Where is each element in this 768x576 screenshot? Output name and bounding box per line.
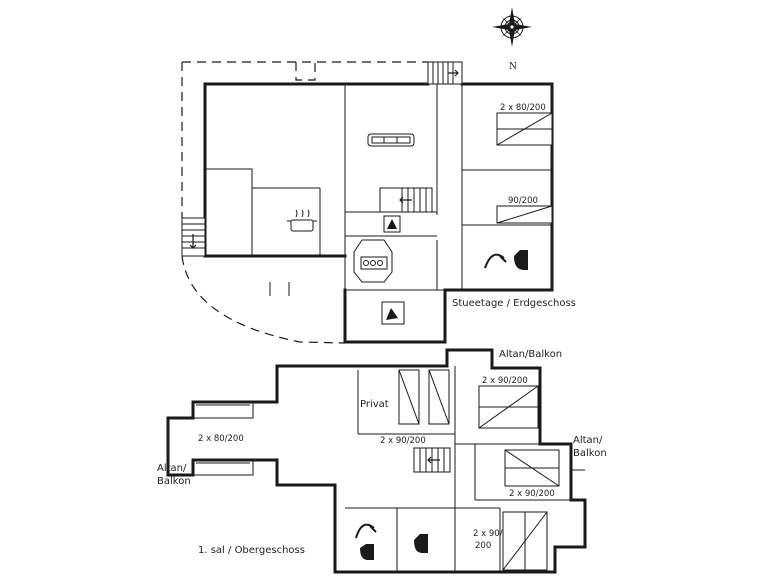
- upper-bed-label: 2 x 80/200: [198, 434, 244, 444]
- ground-bed-label: 90/200: [508, 196, 538, 206]
- upper-bed-label: 2 x 90/200: [380, 436, 426, 446]
- upper-bed-label: 2 x 90/: [473, 529, 503, 539]
- bed-icon: [496, 112, 553, 146]
- kitchen-pot-icon: [287, 209, 317, 232]
- bed-icon: [496, 205, 553, 224]
- toilet-icon: [414, 534, 428, 553]
- ground-bed-label: 2 x 80/200: [500, 103, 546, 113]
- sofa-icon: [367, 133, 415, 147]
- toilet-icon: [514, 250, 528, 270]
- balcony-label: Balkon: [573, 448, 607, 459]
- balcony-label: Altan/Balkon: [499, 349, 562, 360]
- balcony-label: Altan/: [157, 463, 187, 474]
- upper-bed-label: 200: [475, 541, 491, 551]
- side-stairs-icon: [181, 217, 206, 257]
- sauna-icon: [353, 239, 393, 283]
- fireplace-icon: [383, 215, 401, 233]
- entrance-stairs-icon: [427, 61, 463, 85]
- ground-floor-title: Stueetage / Erdgeschoss: [452, 298, 576, 309]
- shower-icon: [381, 301, 405, 325]
- balcony-label: Balkon: [157, 476, 191, 487]
- shower-icon: [355, 523, 377, 539]
- compass-north-label: N: [509, 62, 517, 72]
- bed-icon: [502, 511, 548, 571]
- upper-floor-title: 1. sal / Obergeschoss: [198, 545, 305, 556]
- upper-bed-label: 2 x 90/200: [509, 489, 555, 499]
- upper-floor-plan: Altan/Balkon Privat 2 x 90/200 2 x 80/20…: [157, 348, 607, 574]
- bed-icon: [478, 385, 539, 429]
- shower-icon: [484, 253, 507, 269]
- balcony-label: Altan/: [573, 435, 603, 446]
- stairs-icon: [379, 187, 433, 213]
- toilet-icon: [360, 544, 374, 560]
- upper-bed-label: 2 x 90/200: [482, 376, 528, 386]
- bed-icon: [504, 449, 560, 487]
- stairs-icon: [413, 447, 451, 473]
- ground-floor-plan: 2 x 80/200 90/200 Stueetage / Erdgeschos…: [181, 61, 576, 344]
- compass-rose-icon: [492, 7, 532, 47]
- private-room-label: Privat: [360, 399, 389, 410]
